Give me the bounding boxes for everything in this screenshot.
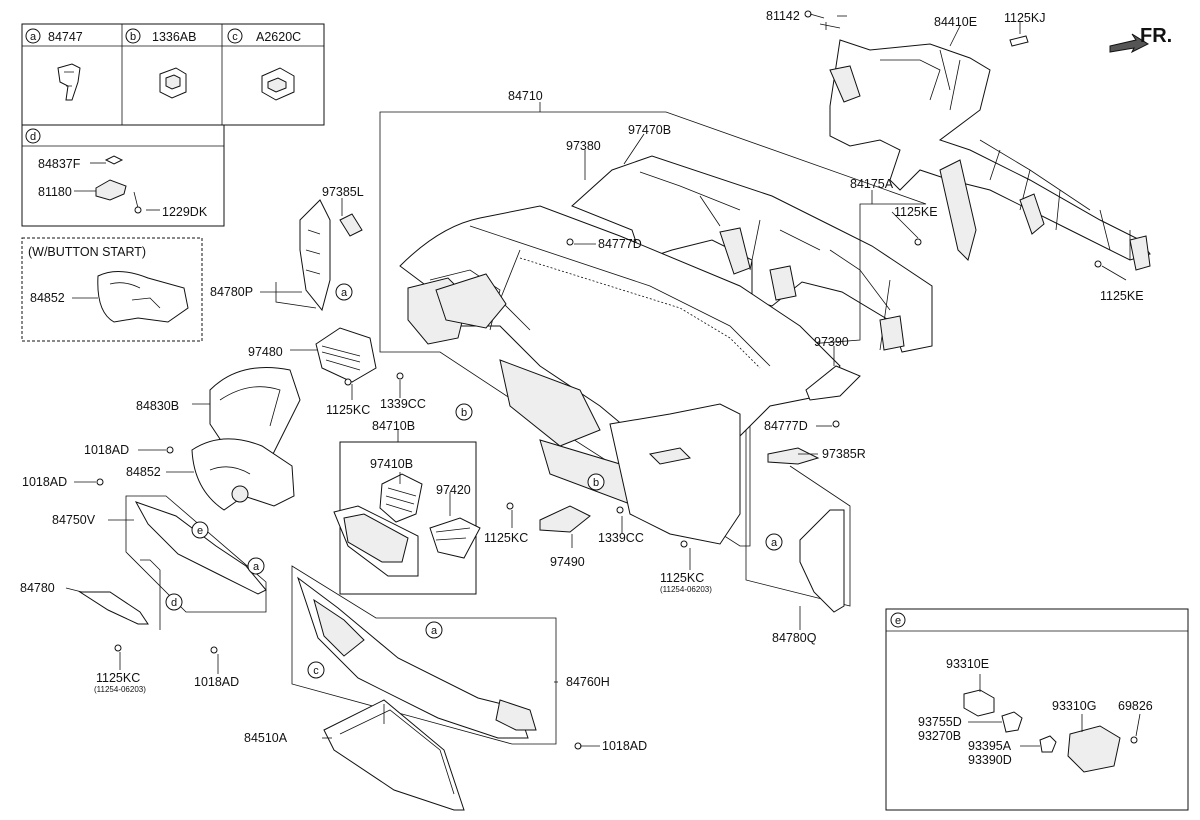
label-97380: 97380 (566, 139, 601, 153)
label-1018AD-a: 1018AD (84, 443, 129, 457)
callout-a-84780Q: a (771, 537, 778, 549)
inset-letter-c: c (232, 31, 238, 43)
inset-part-c: A2620C (256, 30, 301, 44)
label-1125KE-a: 1125KE (894, 205, 938, 219)
inset-box-e: e 93310E 93755D 93270B 93395A 93390D 933… (885, 608, 1189, 811)
label-1125KC-b-sub: (11254-06203) (94, 685, 146, 694)
button-start-part: 84852 (30, 291, 65, 305)
vent-97480 (315, 327, 377, 383)
label-84852: 84852 (126, 465, 161, 479)
front-arrow-icon (1109, 33, 1150, 54)
fasteners (96, 10, 1102, 750)
inset-part-1229DK: 1229DK (162, 205, 208, 219)
label-84760H: 84760H (566, 675, 610, 689)
switch-93310G-shape (1067, 725, 1121, 773)
inset-part-93390D: 93390D (968, 753, 1012, 767)
label-1125KC-c: 1125KC (484, 531, 528, 545)
switch-93310E-shape (963, 689, 995, 717)
label-1125KE-b: 1125KE (1100, 289, 1144, 303)
inset-part-93310G: 93310G (1052, 699, 1096, 713)
label-84777D-b: 84777D (764, 419, 808, 433)
inset-box-abc: a 84747 b 1336AB c A2620C (21, 23, 325, 126)
inset-part-93395A: 93395A (968, 739, 1012, 753)
center-fascia-group (333, 441, 481, 595)
callout-a-84780P: a (341, 287, 348, 299)
label-1018AD-d: 1018AD (602, 739, 647, 753)
cowl-84852-shape (97, 271, 189, 323)
label-97470B: 97470B (628, 123, 671, 137)
callout-c-glove: c (313, 665, 319, 677)
bracket-81180-shape (95, 179, 127, 201)
label-97490: 97490 (550, 555, 585, 569)
cross-car-beam (819, 22, 1151, 271)
label-1125KC-d-sub: (11254-06203) (660, 585, 712, 594)
label-97385L: 97385L (322, 185, 364, 199)
inset-part-84837F: 84837F (38, 157, 81, 171)
part-labels: 81142 84410E 1125KJ 84710 97380 97470B 8… (20, 9, 1144, 753)
label-84710: 84710 (508, 89, 543, 103)
label-81142: 81142 (766, 9, 800, 23)
callout-a-panel: a (253, 561, 260, 573)
inset-letter-b: b (130, 31, 136, 43)
front-label: FR. (1140, 25, 1172, 47)
inset-part-b: 1336AB (152, 30, 196, 44)
inset-letter-e: e (895, 615, 901, 627)
callout-d-panel: d (171, 597, 177, 609)
inset-part-93310E: 93310E (946, 657, 989, 671)
label-84780Q: 84780Q (772, 631, 817, 645)
callout-a-glove: a (431, 625, 438, 637)
inset-letter-d: d (30, 131, 36, 143)
label-84777D-top: 84777D (598, 237, 642, 251)
callout-circles: a b b e a d a a c (165, 283, 783, 679)
air-duct-assembly (571, 155, 933, 353)
label-84780: 84780 (20, 581, 55, 595)
label-84750V: 84750V (52, 513, 96, 527)
steering-cowl-84852 (191, 438, 295, 511)
label-84830B: 84830B (136, 399, 179, 413)
switch-93395A-shape (1039, 735, 1057, 753)
inset-box-button-start: (W/BUTTON START) 84852 (21, 237, 203, 342)
label-1018AD-b: 1018AD (22, 475, 67, 489)
label-97410B: 97410B (370, 457, 413, 471)
side-panel-84780P (275, 199, 363, 312)
switch-93755D-shape (1001, 711, 1023, 733)
glove-box-group (291, 565, 557, 745)
label-84780P: 84780P (210, 285, 253, 299)
leader-lines (65, 15, 1127, 747)
label-84510A: 84510A (244, 731, 288, 745)
inset-part-93270B: 93270B (918, 729, 961, 743)
label-1018AD-c: 1018AD (194, 675, 239, 689)
label-84410E: 84410E (934, 15, 977, 29)
bracket-84837F-shape (104, 155, 124, 165)
label-1125KC-b: 1125KC (96, 671, 140, 685)
button-start-title: (W/BUTTON START) (28, 245, 146, 259)
label-97420: 97420 (436, 483, 471, 497)
inset-part-a: 84747 (48, 30, 83, 44)
callout-b-lower: b (593, 477, 599, 489)
front-orientation: FR. (1109, 25, 1172, 54)
callout-b-main: b (461, 407, 467, 419)
label-1339CC-a: 1339CC (380, 397, 426, 411)
label-1125KC-a: 1125KC (326, 403, 370, 417)
label-97480: 97480 (248, 345, 283, 359)
callout-e-panel: e (197, 525, 203, 537)
label-84710B: 84710B (372, 419, 415, 433)
label-1339CC-b: 1339CC (598, 531, 644, 545)
label-84175A: 84175A (850, 177, 894, 191)
label-97390: 97390 (814, 335, 849, 349)
clip-84747-shape (57, 63, 81, 101)
inset-part-81180: 81180 (38, 185, 72, 199)
inset-part-93755D: 93755D (918, 715, 962, 729)
inset-letter-a: a (30, 31, 37, 43)
label-1125KC-d: 1125KC (660, 571, 704, 585)
glove-box-84510A (323, 699, 465, 811)
inset-part-69826: 69826 (1118, 699, 1153, 713)
label-1125KJ: 1125KJ (1004, 11, 1045, 25)
label-97385R: 97385R (822, 447, 866, 461)
inset-box-d: d 84837F 81180 1229DK (21, 124, 225, 227)
right-side-parts (539, 365, 861, 613)
